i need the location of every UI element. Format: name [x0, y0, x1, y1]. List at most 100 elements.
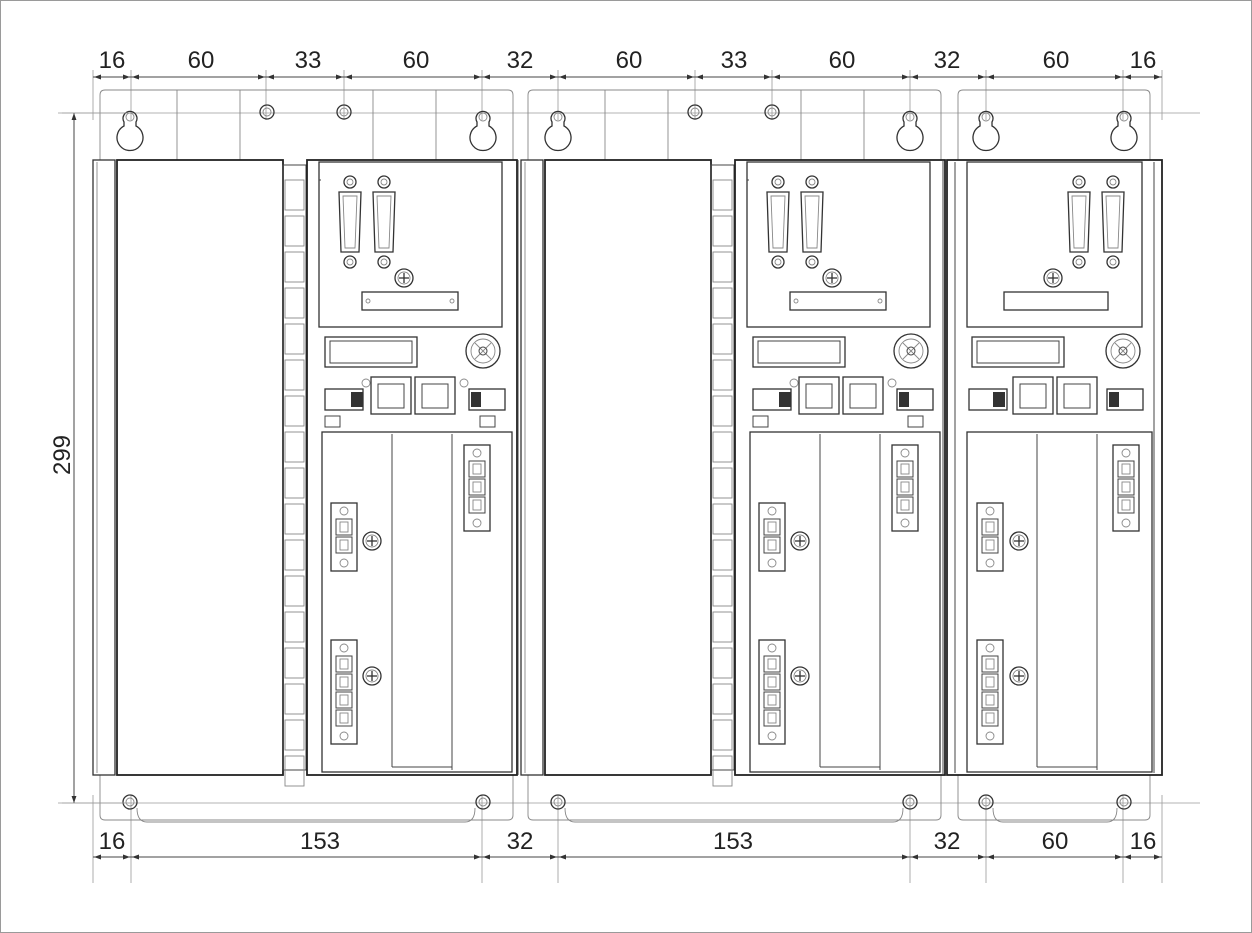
switch-knob [1109, 392, 1119, 407]
screw-head [825, 271, 839, 285]
controller-module [734, 159, 946, 776]
terminal-screw-hole [985, 506, 995, 516]
terminal-block [1112, 444, 1140, 532]
heatsink-fin [284, 683, 305, 715]
terminal-pin [763, 536, 781, 554]
dsub-screw-inner [346, 258, 354, 266]
dsub-screw-inner [1109, 178, 1117, 186]
heatsink-fin [712, 467, 733, 499]
heatsink-fin [712, 683, 733, 715]
dsub-screw [343, 255, 357, 269]
terminal-screw-hole [339, 558, 349, 568]
dsub-connector [1067, 191, 1091, 253]
terminal-block [463, 444, 491, 532]
ethernet-port-2 [1056, 376, 1098, 415]
terminal-pin-inner [900, 499, 910, 511]
heatsink-fin [712, 719, 733, 751]
terminal-screw-hole [339, 731, 349, 741]
mounting-hole-inner [553, 797, 563, 807]
fan [465, 333, 501, 369]
bottom-dim-1: 16 [99, 828, 126, 855]
dsub-screw [805, 175, 819, 189]
ethernet-port-2 [842, 376, 884, 415]
dsub-screw [343, 175, 357, 189]
terminal-screw-hole [1121, 518, 1131, 528]
heatsink-fin [284, 647, 305, 679]
screw [1009, 531, 1029, 551]
terminal-pin [981, 673, 999, 691]
terminal-pin-inner [339, 712, 349, 724]
heatsink-fin [712, 647, 733, 679]
supply-front-cover [116, 159, 284, 776]
screw [394, 268, 414, 288]
terminal-pin [981, 709, 999, 727]
switch-knob [471, 392, 481, 407]
dsub-connector [766, 191, 790, 253]
terminal-pin-inner [767, 521, 777, 533]
fan [1105, 333, 1141, 369]
terminal-screw-hole [985, 558, 995, 568]
switch-right [1106, 388, 1144, 411]
terminal-pin [468, 496, 486, 514]
terminal-pin [896, 478, 914, 496]
terminal-pin-inner [339, 694, 349, 706]
dsub-connector [338, 191, 362, 253]
fan-ring [470, 338, 496, 364]
mounting-hole-inner [125, 797, 135, 807]
mounting-hole-inner [981, 797, 991, 807]
ethernet-jack [805, 383, 833, 409]
screw-head [793, 534, 807, 548]
terminal-pin [335, 673, 353, 691]
terminal-pin-inner [767, 712, 777, 724]
ethernet-jack [1019, 383, 1047, 409]
fan-grille [474, 342, 492, 360]
heatsink [710, 164, 735, 771]
mounting-hole [902, 794, 918, 810]
supply-side-rail [520, 159, 544, 776]
dsub-screw [1072, 255, 1086, 269]
label-plate-rivet [365, 298, 371, 304]
terminal-pin-inner [339, 521, 349, 533]
label-plate [789, 291, 887, 311]
terminal-block [330, 502, 358, 572]
terminal-pin-inner [767, 694, 777, 706]
top-panel [746, 161, 931, 328]
terminal-pin [763, 655, 781, 673]
latch-right [479, 415, 496, 428]
bottom-dim-2: 153 [300, 828, 340, 855]
dsub-screw [771, 255, 785, 269]
terminal-block [758, 639, 786, 745]
ethernet-jack [1063, 383, 1091, 409]
terminal-pin-inner [472, 463, 482, 475]
heatsink-fin [712, 575, 733, 607]
terminal-pin-inner [985, 676, 995, 688]
dsub-screw-inner [1075, 258, 1083, 266]
keyhole-slot [896, 110, 924, 152]
switch-knob [351, 392, 363, 407]
heatsink-fin [712, 179, 733, 211]
terminal-pin-inner [985, 694, 995, 706]
heatsink-fin [284, 287, 305, 319]
controller-body [734, 159, 946, 776]
terminal-pin-inner [900, 463, 910, 475]
ethernet-port-1 [798, 376, 840, 415]
dsub-screw [1106, 175, 1120, 189]
switch-right [468, 388, 506, 411]
mounting-hole [336, 104, 352, 120]
fan-hub [478, 346, 488, 356]
fan-hub [906, 346, 916, 356]
supply-front-cover [544, 159, 712, 776]
led-indicator [459, 378, 469, 388]
terminal-screw-hole [1121, 448, 1131, 458]
keyhole-slot [469, 110, 497, 152]
screw [1043, 268, 1063, 288]
terminal-pin [763, 709, 781, 727]
heatsink-fin [712, 287, 733, 319]
screw-head [793, 669, 807, 683]
heatsink-fin [284, 575, 305, 607]
dsub-connector-inner [1071, 195, 1087, 249]
bottom-dimension-chain: 16 153 32 153 32 60 16 [93, 828, 1162, 860]
label-plate [361, 291, 459, 311]
screw-head [365, 669, 379, 683]
